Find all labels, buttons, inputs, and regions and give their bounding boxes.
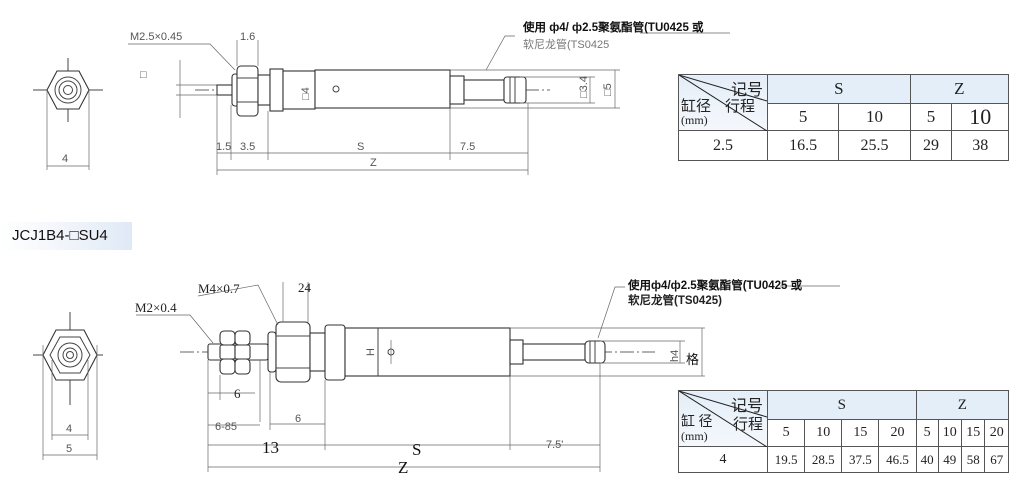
tube-note-line1-bottom: 使用ф4/ф2.5聚氨酯管(TU0425 或 (627, 278, 803, 292)
value-cell: 29 (909, 130, 953, 161)
top-side-view: □3.4 □5 □4 □ M2.5×0.45 1.6 使用 ф4/ ф2.5聚氨… (128, 20, 730, 175)
spec-table-bottom: 记号 行程 缸 径 (mm) S Z 5 10 15 20 5 10 15 20… (678, 390, 1010, 473)
value-cell: 46.5 (878, 446, 917, 473)
value-cell: 16.5 (766, 130, 840, 161)
dim-nut-6: 6 (234, 386, 241, 401)
dim-3-5: 3.5 (240, 141, 255, 153)
grid-label: 格 (686, 352, 699, 367)
dim-7-5: 7.5 (460, 141, 475, 153)
value-cell: 67 (984, 446, 1009, 473)
tube-note-line1: 使用 ф4/ ф2.5聚氨酯管(TU0425 或 (522, 20, 704, 34)
stroke-cell: 5 (766, 103, 840, 131)
dim-z-bottom: Z (398, 458, 408, 477)
thread-label: M2.5×0.45 (130, 31, 182, 43)
body-size-label: □4 (300, 87, 312, 100)
stroke-cell: 20 (984, 419, 1009, 447)
table-corner: 记号 行程 缸径 (mm) (678, 74, 768, 131)
group-z: Z (915, 390, 1010, 420)
rod-thread-label: M2×0.4 (135, 300, 177, 315)
stroke-cell: 20 (878, 419, 917, 447)
stroke-cell: 10 (838, 103, 911, 131)
bottom-end-view: 4 5 (33, 312, 103, 460)
stroke-cell: 15 (841, 419, 880, 447)
dim-6-85: 6-85 (215, 421, 237, 433)
end-view-inner-label: 4 (66, 423, 72, 435)
bore-cell: 2.5 (678, 130, 768, 161)
dim-1-5: 1.5 (216, 141, 231, 153)
value-cell: 38 (951, 130, 1009, 161)
value-cell: 49 (937, 446, 963, 473)
value-cell: 19.5 (766, 446, 806, 473)
bore-header: 缸 径 (681, 415, 713, 430)
stroke-cell: 5 (909, 103, 953, 131)
mount-thread-label: M4×0.7 (198, 281, 240, 296)
group-s: S (767, 74, 911, 104)
table-corner: 记号 行程 缸 径 (mm) (678, 390, 768, 447)
value-cell: 40 (915, 446, 939, 473)
dim-z: Z (370, 157, 377, 169)
dim-s-bottom: S (412, 440, 421, 459)
stroke-cell: 10 (951, 103, 1009, 131)
stroke-cell: 5 (766, 419, 806, 447)
stroke-cell: 5 (915, 419, 939, 447)
nut-width-label: 1.6 (240, 31, 255, 43)
rear-height-label: h4 (669, 350, 681, 362)
group-s: S (767, 390, 917, 420)
value-cell: 25.5 (838, 130, 911, 161)
bottom-side-view: H h4 格 M2×0.4 M4×0.7 24 使用ф4/ф2.5聚氨酯管(TU… (135, 278, 840, 477)
rear-size-label-1: □3.4 (578, 76, 590, 98)
unit-header: (mm) (681, 429, 708, 443)
stroke-header: 行程 (725, 99, 756, 115)
dim-s: S (357, 141, 364, 153)
table-row: 4 19.5 28.5 37.5 46.5 40 49 58 67 (678, 446, 1009, 473)
spec-table-top: 记号 行程 缸径 (mm) S Z 5 10 5 10 2.5 16.5 25.… (678, 74, 1010, 161)
stroke-header: 行程 (733, 417, 764, 433)
symbol-header: 记号 (730, 82, 763, 99)
group-z: Z (909, 74, 1010, 104)
dim-7-5-bottom: 7.5' (546, 439, 563, 451)
tube-note-line2-bottom: 软尼龙管(TS0425) (628, 293, 722, 307)
end-view-width-label: 4 (62, 153, 68, 165)
nut-width-label-bottom: 24 (298, 280, 312, 295)
stroke-cell: 10 (804, 419, 843, 447)
rear-size-label-2: □5 (602, 83, 614, 96)
stroke-cell: 15 (960, 419, 986, 447)
table-row: 2.5 16.5 25.5 29 38 (678, 130, 1009, 161)
stroke-cell: 10 (937, 419, 963, 447)
value-cell: 37.5 (841, 446, 880, 473)
body-height-label: H (365, 348, 377, 356)
section-title: JCJ1B4-□SU4 (0, 222, 132, 250)
tube-note-line2: 软尼龙管(TS0425 (523, 37, 609, 51)
bore-header: 缸径 (681, 99, 712, 115)
symbol-header: 记号 (730, 398, 763, 415)
value-cell: 58 (960, 446, 986, 473)
value-cell: 28.5 (804, 446, 843, 473)
bore-cell: 4 (678, 446, 768, 473)
dim-13: 13 (262, 438, 279, 457)
rod-size-label: □ (140, 69, 147, 81)
unit-header: (mm) (681, 113, 708, 127)
top-end-view: 4 (33, 58, 103, 170)
dim-mount-6: 6 (295, 413, 301, 425)
end-view-outer-label: 5 (66, 443, 72, 455)
